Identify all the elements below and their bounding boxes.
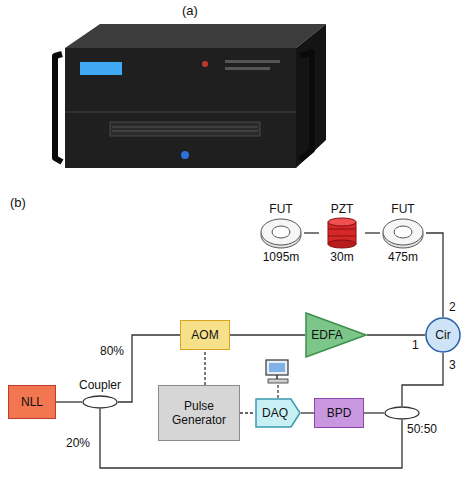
fiber-link bbox=[301, 412, 314, 413]
node-label: NLL bbox=[21, 395, 43, 409]
spool-symbol bbox=[380, 216, 426, 250]
port-number: 2 bbox=[449, 300, 456, 314]
aom-box: AOM bbox=[180, 320, 230, 350]
fiber-spool: FUT 1095m bbox=[258, 202, 304, 264]
node-caption: 30m bbox=[330, 250, 353, 264]
pzt-cylinder: PZT 30m bbox=[319, 202, 365, 264]
coupler-symbol: 50:50 bbox=[384, 406, 420, 420]
amplifier-triangle: EDFA bbox=[305, 312, 367, 358]
pzt-ring bbox=[328, 229, 356, 230]
pzt-top bbox=[328, 218, 356, 226]
monitor-stand bbox=[276, 375, 278, 379]
spool-front bbox=[383, 219, 423, 245]
left-handle bbox=[55, 54, 62, 162]
node-label: AOM bbox=[191, 328, 218, 342]
pzt-symbol bbox=[319, 216, 365, 250]
logo bbox=[202, 61, 208, 67]
right-handle bbox=[300, 52, 312, 160]
node-label: Cir bbox=[435, 328, 450, 342]
fiber-link bbox=[402, 353, 443, 406]
coupler-label: 50:50 bbox=[407, 422, 437, 436]
fiber-link bbox=[230, 334, 305, 335]
coupler-label: Coupler bbox=[79, 378, 121, 392]
keyboard bbox=[268, 379, 288, 383]
data-link bbox=[277, 384, 278, 398]
lcd-display bbox=[80, 62, 122, 75]
spool-hub bbox=[394, 226, 412, 238]
fiber-link bbox=[56, 401, 82, 402]
spool-symbol bbox=[258, 216, 304, 250]
fiber-spool: FUT 475m bbox=[380, 202, 426, 264]
fiber-link bbox=[365, 232, 380, 233]
pzt-ring bbox=[328, 236, 356, 237]
device-top bbox=[65, 24, 326, 48]
device-front bbox=[65, 48, 296, 168]
coupler-outline bbox=[384, 406, 420, 420]
coupler-outline bbox=[83, 396, 117, 408]
detector-box: BPD bbox=[314, 398, 364, 428]
fiber-link bbox=[367, 334, 425, 335]
spool-front bbox=[261, 219, 301, 245]
port-number: 3 bbox=[449, 358, 456, 372]
laser-box: NLL bbox=[8, 385, 56, 419]
shape-outline bbox=[256, 399, 300, 427]
panel-vent bbox=[112, 127, 258, 128]
node-caption: 475m bbox=[388, 250, 418, 264]
port-number: 1 bbox=[412, 338, 419, 352]
power-button bbox=[181, 151, 189, 159]
daq-block: DAQ bbox=[255, 398, 301, 428]
fiber-link bbox=[364, 412, 384, 413]
pzt-base bbox=[328, 240, 356, 248]
fiber-link bbox=[304, 232, 319, 233]
node-label: DAQ bbox=[262, 406, 288, 420]
panel-text-strip bbox=[225, 60, 280, 63]
device-side bbox=[296, 24, 326, 168]
node-heading: FUT bbox=[269, 202, 292, 216]
spool-hub bbox=[272, 226, 290, 238]
shape-outline bbox=[426, 318, 460, 352]
node-label: Pulse Generator bbox=[159, 399, 239, 427]
node-heading: FUT bbox=[391, 202, 414, 216]
computer-icon bbox=[266, 360, 288, 383]
device-photo bbox=[55, 24, 326, 168]
panel-label: (b) bbox=[10, 196, 26, 210]
coupler-outline bbox=[82, 395, 118, 409]
panel-text-strip bbox=[225, 67, 270, 70]
control-link bbox=[240, 412, 255, 413]
panel-label: (a) bbox=[182, 4, 198, 18]
shape-outline bbox=[306, 313, 366, 357]
circulator-circle: Cir bbox=[425, 317, 461, 353]
node-heading: PZT bbox=[331, 202, 354, 216]
node-label: BPD bbox=[327, 406, 352, 420]
generator-box: Pulse Generator bbox=[158, 385, 240, 441]
node-label: EDFA bbox=[311, 328, 342, 342]
split-ratio: 20% bbox=[66, 436, 90, 450]
monitor bbox=[266, 360, 288, 375]
coupler-outline bbox=[385, 407, 419, 419]
screen bbox=[269, 363, 285, 372]
control-link bbox=[204, 350, 205, 385]
panel-groove bbox=[65, 112, 296, 113]
fiber-link bbox=[426, 233, 443, 317]
panel-vent bbox=[112, 131, 258, 132]
split-ratio: 80% bbox=[100, 344, 124, 358]
node-caption: 1095m bbox=[263, 250, 300, 264]
coupler-symbol: Coupler bbox=[82, 395, 118, 409]
panel-vent bbox=[110, 122, 260, 136]
